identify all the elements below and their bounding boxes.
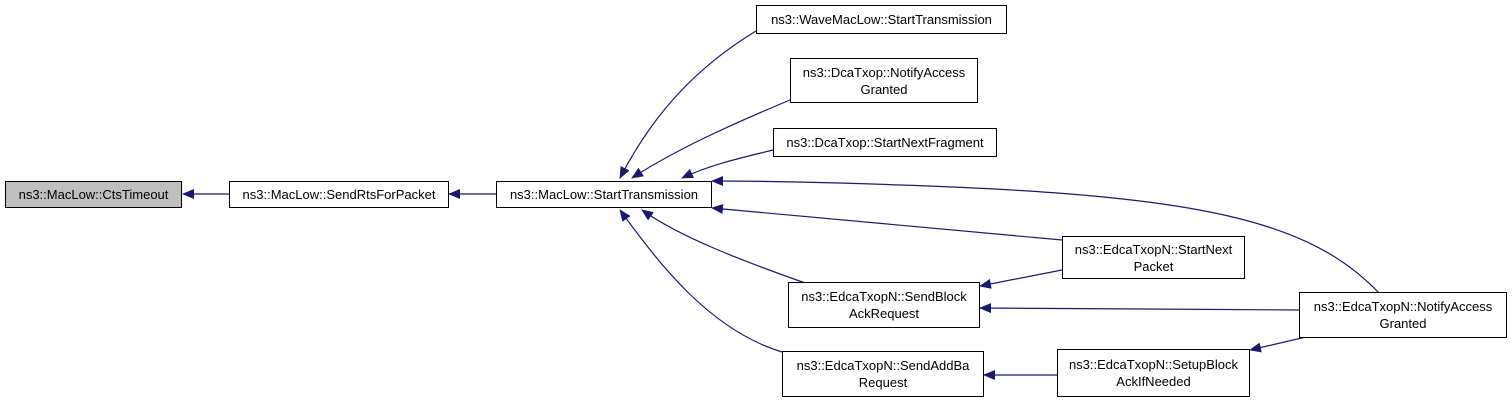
node-edca-send-add-ba-request[interactable]: ns3::EdcaTxopN::SendAddBa Request xyxy=(782,351,984,397)
edge-edcasendblock-to-starttransmission xyxy=(641,209,809,285)
node-label-line: ns3::DcaTxop::StartNextFragment xyxy=(786,135,984,150)
node-label-line: Granted xyxy=(860,81,908,97)
node-label-line: ns3::EdcaTxopN::SendAddBa xyxy=(796,358,970,373)
node-dcatxop-notify-access-granted[interactable]: ns3::DcaTxop::NotifyAccess Granted xyxy=(790,58,978,103)
node-label-line: ns3::MacLow::StartTransmission xyxy=(509,187,699,202)
node-label-line: ns3::MacLow::SendRtsForPacket xyxy=(242,187,436,202)
edge-wavemaclow-to-starttransmission xyxy=(619,30,757,179)
node-label-line: ns3::MacLow::CtsTimeout xyxy=(18,187,169,202)
node-wavemaclow-start-transmission[interactable]: ns3::WaveMacLow::StartTransmission xyxy=(756,5,1007,34)
node-cts-timeout[interactable]: ns3::MacLow::CtsTimeout xyxy=(5,181,182,208)
node-label-line: Packet xyxy=(1133,258,1174,274)
node-label-line: Granted xyxy=(1379,316,1427,331)
node-maclow-start-transmission[interactable]: ns3::MacLow::StartTransmission xyxy=(496,181,712,208)
node-label-line: ns3::DcaTxop::NotifyAccess xyxy=(802,64,966,80)
node-label-line: ns3::EdcaTxopN::SetupBlock xyxy=(1068,357,1239,372)
node-edca-notify-access-granted[interactable]: ns3::EdcaTxopN::NotifyAccess Granted xyxy=(1299,292,1507,338)
edge-edcanextpacket-to-sendblock xyxy=(979,269,1063,289)
node-dcatxop-start-next-fragment[interactable]: ns3::DcaTxop::StartNextFragment xyxy=(773,128,997,157)
edge-dcanotify-to-starttransmission xyxy=(631,99,791,179)
node-label-line: ns3::EdcaTxopN::SendBlock xyxy=(801,289,967,304)
edge-edcasendaddba-to-starttransmission xyxy=(619,209,783,353)
edge-dcanextfragment-to-starttransmission xyxy=(681,149,774,179)
edge-edcanotify-to-setupblock xyxy=(1249,336,1307,353)
edge-edcanotify-to-starttransmission xyxy=(711,176,1381,295)
node-label-line: ns3::EdcaTxopN::StartNext xyxy=(1074,241,1233,257)
node-label-line: AckRequest xyxy=(848,306,920,321)
edge-edcanotify-to-sendblock xyxy=(979,303,1300,314)
node-edca-start-next-packet[interactable]: ns3::EdcaTxopN::StartNext Packet xyxy=(1062,236,1245,279)
node-label-line: Request xyxy=(858,375,908,390)
node-send-rts-for-packet[interactable]: ns3::MacLow::SendRtsForPacket xyxy=(229,181,449,208)
node-label-line: ns3::EdcaTxopN::NotifyAccess xyxy=(1313,299,1493,314)
node-label-line: AckIfNeeded xyxy=(1116,374,1191,389)
edge-edcanextpacket-to-starttransmission xyxy=(711,204,1063,241)
node-label-line: ns3::WaveMacLow::StartTransmission xyxy=(771,12,992,27)
node-edca-send-block-ack-request[interactable]: ns3::EdcaTxopN::SendBlock AckRequest xyxy=(788,282,980,328)
node-edca-setup-block-ack-if-needed[interactable]: ns3::EdcaTxopN::SetupBlock AckIfNeeded xyxy=(1057,349,1250,397)
